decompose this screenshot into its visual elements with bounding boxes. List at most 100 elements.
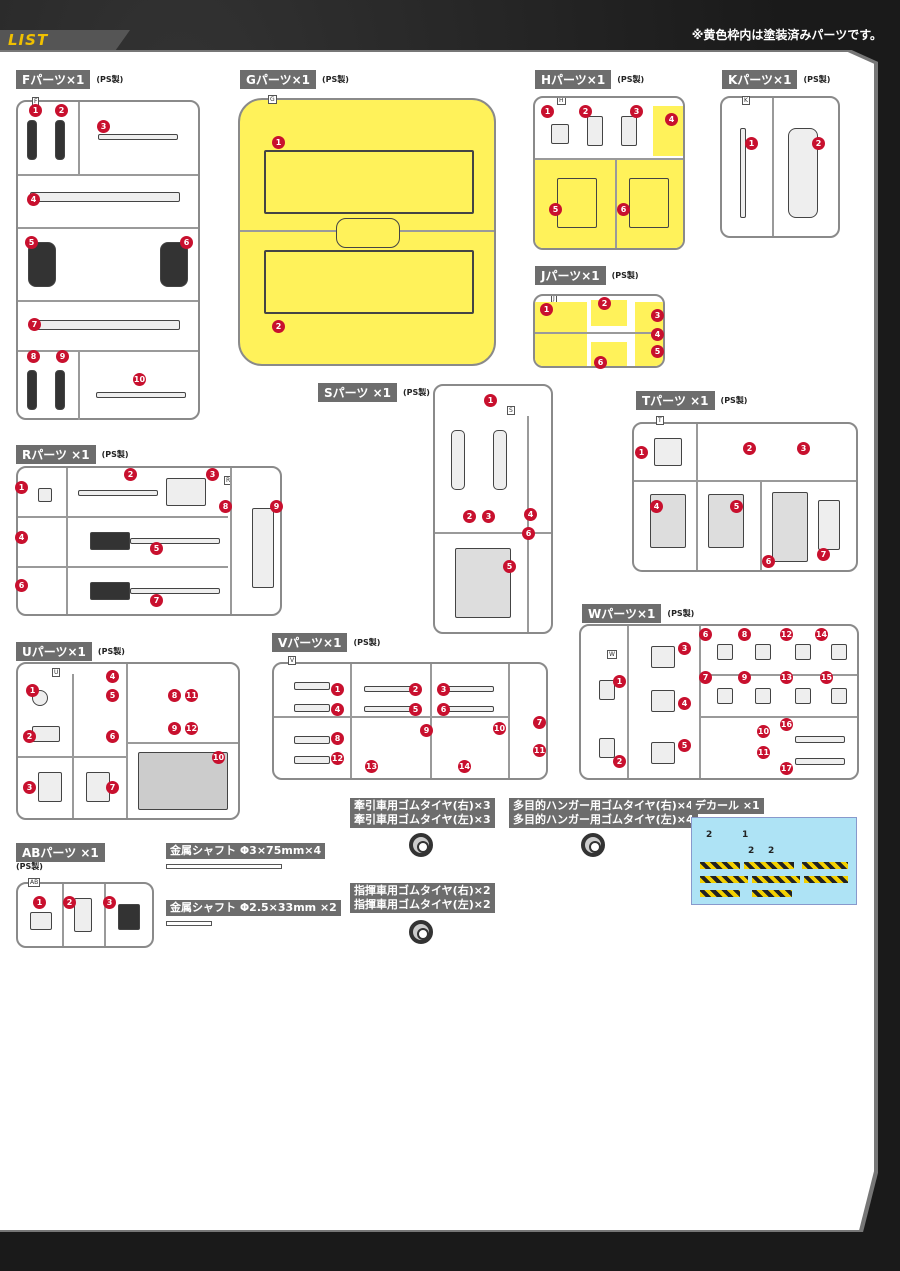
part-number: 12 xyxy=(780,628,793,641)
part-number: 6 xyxy=(15,579,28,592)
part-number: 2 xyxy=(613,755,626,768)
part-number: 12 xyxy=(185,722,198,735)
part-number: 11 xyxy=(185,689,198,702)
runner-t-title: Tパーツ ×1 xyxy=(636,391,715,410)
list-tab: LIST xyxy=(0,30,130,52)
part-number: 1 xyxy=(26,684,39,697)
runner-t-code: T xyxy=(656,416,664,425)
part-number: 5 xyxy=(150,542,163,555)
part-number: 7 xyxy=(150,594,163,607)
shaft-3mm-icon xyxy=(166,864,282,869)
runner-k-title: Kパーツ×1 xyxy=(722,70,798,89)
runner-ab-code: AB xyxy=(28,878,41,887)
part-number: 2 xyxy=(579,105,592,118)
runner-h-label: Hパーツ×1 (PS製) xyxy=(535,70,644,89)
runner-f-label: Fパーツ×1 (PS製) xyxy=(16,70,123,89)
runner-u-label: Uパーツ×1 (PS製) xyxy=(16,642,125,661)
part-number: 9 xyxy=(168,722,181,735)
hanger-tire-right: 多目的ハンガー用ゴムタイヤ(右)×4 xyxy=(513,799,694,812)
runner-w-title: Wパーツ×1 xyxy=(582,604,662,623)
part-number: 9 xyxy=(738,671,751,684)
runner-f: F xyxy=(16,97,200,420)
part-number: 5 xyxy=(503,560,516,573)
hanger-tire-left: 多目的ハンガー用ゴムタイヤ(左)×4 xyxy=(513,813,694,826)
part-number: 3 xyxy=(97,120,110,133)
part-number: 1 xyxy=(484,394,497,407)
runner-t-material: (PS製) xyxy=(720,396,748,405)
part-number: 4 xyxy=(106,670,119,683)
part-number: 10 xyxy=(133,373,146,386)
part-number: 1 xyxy=(613,675,626,688)
part-number: 6 xyxy=(522,527,535,540)
runner-w-code: W xyxy=(607,650,617,659)
runner-ab: AB xyxy=(16,878,154,948)
part-number: 2 xyxy=(55,104,68,117)
decal-marking: 1 xyxy=(742,830,749,840)
decal-marking: 2 xyxy=(706,830,713,840)
part-number: 1 xyxy=(540,303,553,316)
decal-label: デカール ×1 xyxy=(691,798,764,814)
runner-s-title: Sパーツ ×1 xyxy=(318,383,397,402)
runner-r-material: (PS製) xyxy=(101,450,129,459)
runner-h-title: Hパーツ×1 xyxy=(535,70,612,89)
part-number: 7 xyxy=(817,548,830,561)
part-number: 3 xyxy=(630,105,643,118)
runner-s-code: S xyxy=(507,406,515,415)
part-number: 1 xyxy=(29,104,42,117)
runner-v-code: V xyxy=(288,656,297,665)
decal-marking: 2 xyxy=(748,846,755,856)
hanger-tire-label: 多目的ハンガー用ゴムタイヤ(右)×4 多目的ハンガー用ゴムタイヤ(左)×4 xyxy=(509,798,698,828)
part-number: 5 xyxy=(409,703,422,716)
part-number: 1 xyxy=(331,683,344,696)
runner-w-material: (PS製) xyxy=(667,609,695,618)
runner-u-title: Uパーツ×1 xyxy=(16,642,92,661)
part-number: 5 xyxy=(106,689,119,702)
part-number: 2 xyxy=(124,468,137,481)
runner-s-label: Sパーツ ×1 (PS製) xyxy=(318,383,430,402)
runner-r-title: Rパーツ ×1 xyxy=(16,445,96,464)
runner-ab-label: ABパーツ ×1 xyxy=(16,843,105,862)
part-number: 4 xyxy=(665,113,678,126)
part-number: 8 xyxy=(738,628,751,641)
part-number: 7 xyxy=(28,318,41,331)
part-number: 5 xyxy=(730,500,743,513)
part-number: 15 xyxy=(820,671,833,684)
runner-f-material: (PS製) xyxy=(96,75,124,84)
runner-k-code: K xyxy=(742,96,750,105)
shaft-2-5mm-icon xyxy=(166,921,212,926)
part-number: 17 xyxy=(780,762,793,775)
part-number: 3 xyxy=(437,683,450,696)
part-number: 2 xyxy=(598,297,611,310)
part-number: 13 xyxy=(365,760,378,773)
hanger-tire-icon xyxy=(581,833,605,857)
runner-g-material: (PS製) xyxy=(322,75,349,84)
runner-v-title: Vパーツ×1 xyxy=(272,633,348,652)
part-number: 5 xyxy=(25,236,38,249)
part-number: 1 xyxy=(33,896,46,909)
part-number: 8 xyxy=(219,500,232,513)
part-number: 14 xyxy=(458,760,471,773)
part-number: 8 xyxy=(27,350,40,363)
part-number: 3 xyxy=(482,510,495,523)
runner-s-material: (PS製) xyxy=(403,388,430,397)
part-number: 9 xyxy=(270,500,283,513)
part-number: 7 xyxy=(699,671,712,684)
command-tire-icon xyxy=(409,920,433,944)
decal-sheet: 2 1 2 2 xyxy=(691,817,857,905)
part-number: 12 xyxy=(331,752,344,765)
part-number: 4 xyxy=(650,500,663,513)
part-number: 9 xyxy=(56,350,69,363)
part-number: 4 xyxy=(15,531,28,544)
part-number: 10 xyxy=(493,722,506,735)
shaft-3mm-label: 金属シャフト Φ3×75mm×4 xyxy=(166,843,326,859)
part-number: 8 xyxy=(168,689,181,702)
runner-j-material: (PS製) xyxy=(611,271,639,280)
part-number: 13 xyxy=(780,671,793,684)
part-number: 3 xyxy=(651,309,664,322)
tow-tire-icon xyxy=(409,833,433,857)
top-bar: LIST ※黄色枠内は塗装済みパーツです。 xyxy=(0,0,900,52)
part-number: 2 xyxy=(409,683,422,696)
runner-j-title: Jパーツ×1 xyxy=(535,266,606,285)
list-tab-label: LIST xyxy=(8,31,49,49)
part-number: 2 xyxy=(743,442,756,455)
